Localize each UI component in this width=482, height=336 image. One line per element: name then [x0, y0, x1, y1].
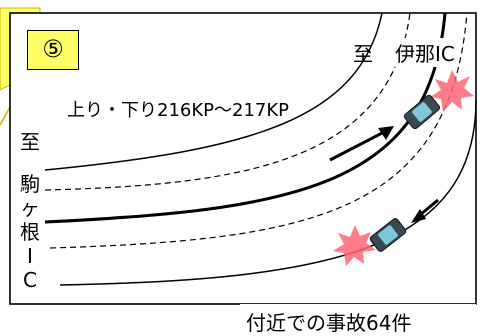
destination-left-char: C — [23, 268, 37, 292]
caption-panel — [240, 304, 476, 330]
case-number: ⑤ — [42, 35, 64, 63]
destination-left-char: 駒 — [20, 172, 40, 196]
section-label: 上り・下り216KP～217KP — [67, 100, 290, 121]
case-number-badge: ⑤ — [27, 30, 79, 70]
crash-burst-icon — [333, 225, 376, 266]
road-edge-outer — [44, 12, 383, 171]
arrow-icon — [411, 198, 439, 223]
destination-right-prefix: 至 — [353, 42, 373, 66]
destination-left: 駒 ヶ 根 I C — [18, 172, 42, 292]
accident-count: 付近での事故64件 — [246, 311, 412, 335]
destination-left-prefix: 至 — [20, 130, 40, 154]
median-line — [44, 12, 447, 224]
destination-left-char: 根 — [20, 220, 40, 244]
car-icon — [403, 94, 441, 130]
destination-left-char: I — [27, 244, 33, 268]
car-icon — [369, 218, 407, 252]
destination-left-char: ヶ — [20, 196, 40, 220]
destination-right: 伊那IC — [395, 38, 455, 67]
arrow-icon — [329, 126, 394, 162]
crash-burst-icon — [430, 70, 474, 112]
lane-line-upper — [44, 12, 411, 191]
